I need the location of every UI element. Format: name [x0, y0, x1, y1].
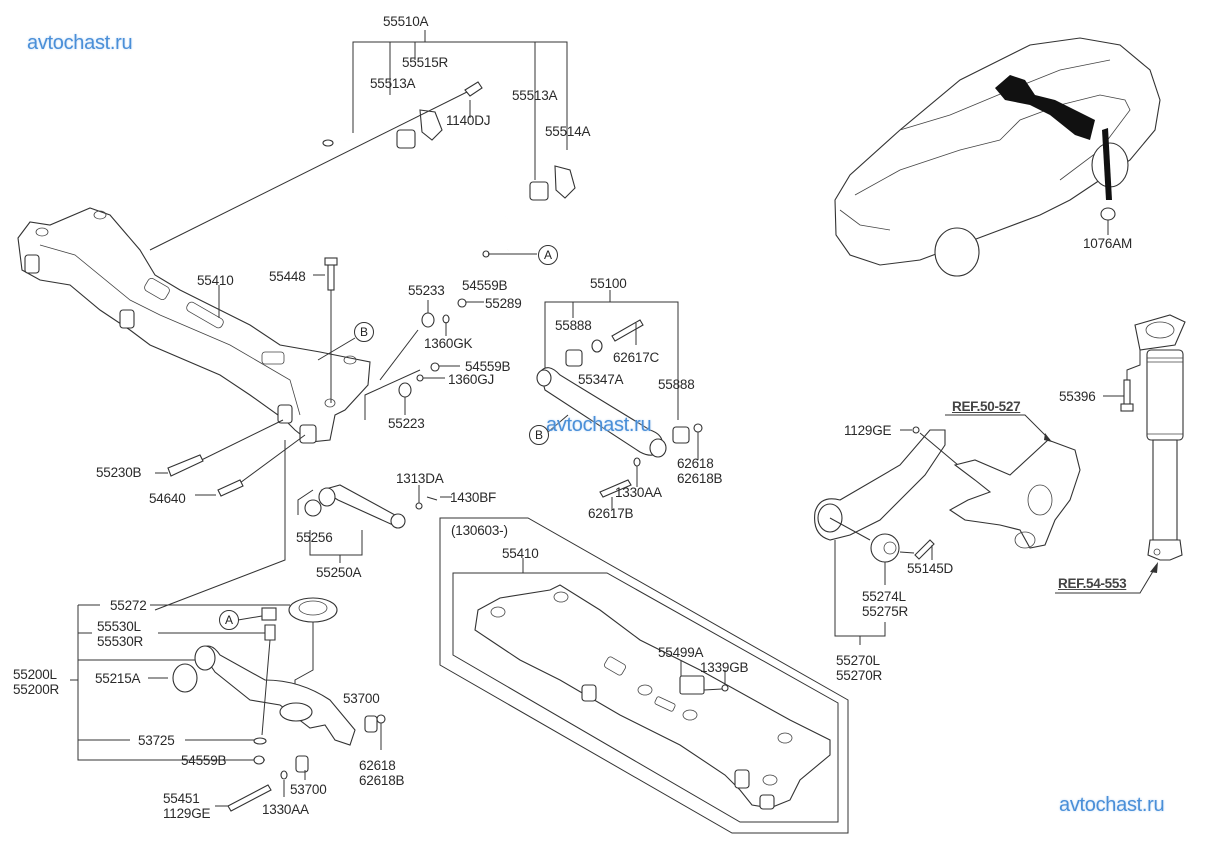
crossmember-main [17, 207, 371, 444]
part-label[interactable]: 62618 [359, 758, 396, 773]
part-label[interactable]: 55347A [578, 372, 624, 387]
part-label[interactable]: 55233 [408, 283, 445, 298]
part-label[interactable]: 55289 [485, 296, 522, 311]
upper-arm-55100 [536, 290, 703, 510]
part-label[interactable]: 1129GE [163, 806, 211, 821]
part-label[interactable]: 62617B [588, 506, 634, 521]
crossmember-bolts [155, 257, 421, 497]
part-label[interactable]: 1313DA [396, 471, 444, 486]
alternate-crossmember-box [439, 517, 849, 834]
part-label[interactable]: 62618B [677, 471, 723, 486]
stabilizer-bushings [149, 81, 576, 258]
trailing-arm-55270 [814, 426, 959, 645]
part-label[interactable]: 55410 [502, 546, 539, 561]
part-label[interactable]: 53700 [343, 691, 380, 706]
part-label[interactable]: 55230B [96, 465, 142, 480]
part-label[interactable]: 1076AM [1083, 236, 1133, 251]
part-label[interactable]: 54640 [149, 491, 186, 506]
part-label[interactable]: 55272 [110, 598, 147, 613]
part-label[interactable]: 1339GB [700, 660, 749, 675]
part-label[interactable]: 55270L [836, 653, 880, 668]
part-label[interactable]: 55200L [13, 667, 57, 682]
knuckle-ref [945, 414, 1081, 549]
callout-a-stabilizer: A [538, 245, 558, 265]
part-label[interactable]: 1330AA [615, 485, 662, 500]
callout-b-crossmember: B [354, 322, 374, 342]
part-label[interactable]: 55275R [862, 604, 909, 619]
part-label[interactable]: 55200R [13, 682, 60, 697]
stabilizer-bar [322, 138, 513, 251]
part-label[interactable]: 1140DJ [446, 113, 491, 128]
part-label[interactable]: 53700 [290, 782, 327, 797]
watermark-middle: avtochast.ru [546, 414, 652, 436]
part-label[interactable]: 62618B [359, 773, 405, 788]
part-label[interactable]: 55274L [862, 589, 906, 604]
part-label[interactable]: 1129GE [844, 423, 892, 438]
part-label[interactable]: 54559B [181, 753, 227, 768]
car-illustration [834, 37, 1161, 277]
part-label[interactable]: 54559B [465, 359, 511, 374]
part-label[interactable]: 1330AA [262, 802, 309, 817]
callout-b-arm: B [529, 425, 549, 445]
part-label[interactable]: 55513A [370, 76, 416, 91]
part-label[interactable]: 1360GJ [448, 372, 495, 387]
part-label[interactable]: 55513A [512, 88, 558, 103]
reference-link-shock[interactable]: REF.54-553 [1058, 576, 1127, 591]
part-label[interactable]: 55515R [402, 55, 449, 70]
variant-date-label: (130603-) [451, 523, 508, 538]
part-label[interactable]: 55499A [658, 645, 704, 660]
part-label[interactable]: 55888 [658, 377, 695, 392]
part-label[interactable]: 55215A [95, 671, 141, 686]
part-label[interactable]: 62618 [677, 456, 714, 471]
part-label[interactable]: 55888 [555, 318, 592, 333]
part-label[interactable]: 55270R [836, 668, 883, 683]
small-hardware [398, 298, 484, 415]
part-label[interactable]: 55100 [590, 276, 627, 291]
part-label[interactable]: 55396 [1059, 389, 1096, 404]
part-label[interactable]: 53725 [138, 733, 175, 748]
lateral-link-55250A [154, 440, 452, 611]
shock-absorber [1055, 314, 1186, 594]
part-label[interactable]: 55448 [269, 269, 306, 284]
watermark-bottom-right: avtochast.ru [1059, 794, 1165, 816]
part-label[interactable]: 55256 [296, 530, 333, 545]
part-label[interactable]: 55223 [388, 416, 425, 431]
reference-link-knuckle[interactable]: REF.50-527 [952, 399, 1021, 414]
lower-arm-55200 [70, 597, 386, 812]
part-label[interactable]: 54559B [462, 278, 508, 293]
part-label[interactable]: 55514A [545, 124, 591, 139]
part-label[interactable]: 55451 [163, 791, 200, 806]
part-label[interactable]: 55250A [316, 565, 362, 580]
part-label[interactable]: 55410 [197, 273, 234, 288]
part-label[interactable]: 55145D [907, 561, 954, 576]
part-label[interactable]: 62617C [613, 350, 660, 365]
part-label[interactable]: 55530L [97, 619, 141, 634]
part-label[interactable]: 1430BF [450, 490, 497, 505]
stabilizer-bar-bracket [352, 30, 568, 180]
part-label[interactable]: 55510A [383, 14, 429, 29]
part-label[interactable]: 1360GK [424, 336, 473, 351]
part-label[interactable]: 55530R [97, 634, 144, 649]
callout-a-lower-arm: A [219, 610, 239, 630]
watermark-top-left: avtochast.ru [27, 32, 133, 54]
